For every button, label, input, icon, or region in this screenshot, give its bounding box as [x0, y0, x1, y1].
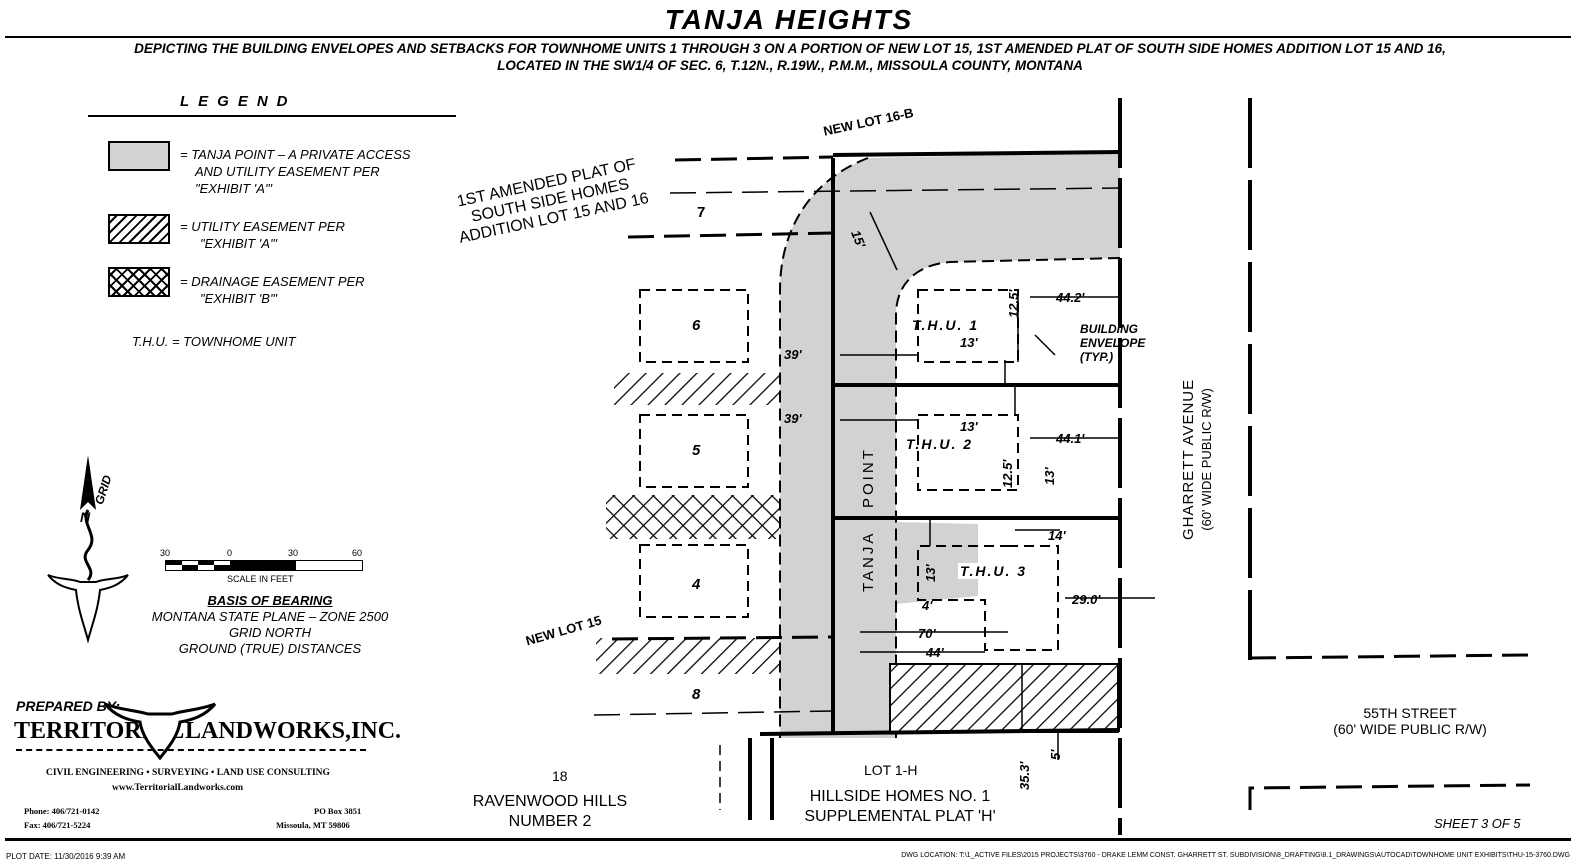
dim-44-1: 44.1' — [1056, 431, 1085, 446]
dim-29: 29.0' — [1072, 592, 1101, 607]
thu-3-envelope — [917, 545, 1059, 651]
thu-2-label: T.H.U. 2 — [906, 436, 974, 452]
north-arrow-icon — [80, 455, 96, 510]
dwg-location: DWG LOCATION: T:\1_ACTIVE FILES\2015 PRO… — [901, 852, 1570, 859]
company-fax: Fax: 406/721-5224 — [24, 820, 91, 830]
scale-tick-0: 30 — [160, 548, 171, 558]
drawing-border — [5, 36, 1571, 841]
scale-bar — [165, 560, 363, 571]
company-logo — [103, 702, 217, 760]
lot-15-line — [611, 635, 834, 641]
dim-13-lot2: 13' — [1042, 467, 1057, 485]
dim-35-3: 35.3' — [1017, 761, 1032, 790]
lot-5-box — [639, 414, 749, 488]
lot-18-label: 18 — [552, 768, 568, 784]
lot-4-label: 4 — [692, 576, 701, 593]
street-55-south-row — [1248, 783, 1531, 810]
north-arrow — [47, 455, 129, 644]
lot-8-label: 8 — [692, 686, 701, 703]
hillside-homes-label: HILLSIDE HOMES NO. 1 SUPPLEMENTAL PLAT '… — [804, 788, 996, 825]
tanja-label: TANJA — [860, 530, 877, 592]
lot-7-north-line — [674, 155, 834, 162]
prepared-by-label: PREPARED BY: — [16, 698, 120, 714]
legend-item-utility-easement: = UTILITY EASEMENT PER "EXHIBIT 'A'" — [180, 219, 345, 251]
sheet-number: SHEET 3 OF 5 — [1434, 816, 1521, 831]
lot-6-box — [639, 289, 749, 363]
dim-12-5-thu2: 12.5' — [1000, 459, 1015, 488]
legend-item-access-easement: = TANJA POINT – A PRIVATE ACCESS AND UTI… — [180, 147, 411, 196]
company-services: CIVIL ENGINEERING • SURVEYING • LAND USE… — [46, 768, 330, 778]
dim-4: 4' — [922, 598, 933, 613]
lot-4-box — [639, 544, 749, 618]
ravenwood-hills-label: RAVENWOOD HILLS NUMBER 2 — [472, 793, 628, 830]
legend-swatch-drainage-easement — [108, 267, 170, 297]
company-phone: Phone: 406/721-0142 — [24, 806, 100, 816]
thu-2-envelope — [917, 414, 1019, 491]
page-subtitle: DEPICTING THE BUILDING ENVELOPES AND SET… — [20, 40, 1560, 74]
scale-tick-1: 0 — [227, 548, 233, 558]
subtitle-line-2: LOCATED IN THE SW1/4 OF SEC. 6, T.12N., … — [497, 58, 1083, 73]
dim-39-b: 39' — [784, 411, 802, 426]
company-rule — [16, 749, 366, 751]
longhorn-skull-icon — [47, 574, 129, 644]
scale-tick-3: 60 — [352, 548, 363, 558]
page-title: TANJA HEIGHTS — [664, 4, 914, 35]
utility-easement-lot15-south — [889, 663, 1119, 733]
dim-13-thu1: 13' — [960, 335, 978, 350]
company-name-right: LANDWORKS,INC. — [185, 718, 402, 744]
thu-3-label: T.H.U. 3 — [958, 563, 1030, 579]
legend-swatch-access-easement — [108, 141, 170, 171]
company-city: Missoula, MT 59806 — [276, 820, 350, 830]
gharrett-avenue-label: GHARRETT AVENUE (60' WIDE PUBLIC R/W) — [1180, 378, 1214, 540]
basis-of-bearing: BASIS OF BEARING MONTANA STATE PLANE – Z… — [151, 593, 389, 656]
dim-44: 44' — [926, 645, 944, 660]
dim-13-thu2: 13' — [960, 419, 978, 434]
access-easement-edge — [779, 157, 869, 738]
company-pobox: PO Box 3851 — [314, 806, 362, 816]
drainage-easement — [606, 495, 779, 539]
legend-thu-definition: T.H.U. = TOWNHOME UNIT — [132, 334, 296, 349]
lot-5-label: 5 — [692, 442, 701, 459]
building-envelope-note: BUILDING ENVELOPE (TYP.) — [1080, 322, 1146, 364]
plot-date: PLOT DATE: 11/30/2016 9:39 AM — [6, 852, 126, 861]
dim-14: 14' — [1048, 528, 1066, 543]
legend-swatch-utility-easement — [108, 214, 170, 244]
north-label: N — [80, 509, 91, 525]
access-easement-inner-edge — [895, 257, 1121, 738]
parcel-north-boundary — [832, 150, 1121, 157]
access-easement-extension — [896, 522, 978, 604]
dim-5: 5' — [1048, 749, 1063, 760]
lot-6-label: 6 — [692, 317, 701, 334]
dim-13-thu3: 13' — [923, 564, 938, 582]
point-label: POINT — [860, 447, 877, 508]
dim-44-2: 44.2' — [1056, 290, 1085, 305]
access-easement-area — [780, 152, 1120, 738]
street-55-north-row — [1249, 653, 1531, 660]
parcel-south-boundary — [759, 728, 1121, 736]
longhorn-logo-icon — [103, 702, 217, 760]
utility-easement-6 — [614, 373, 779, 405]
lot-8-line — [593, 710, 834, 716]
dimension-lines — [840, 211, 1155, 760]
legend-heading: LEGEND — [180, 93, 297, 110]
dim-39-a: 39' — [784, 347, 802, 362]
utility-easement-15 — [596, 638, 779, 674]
lot-7-inner-line — [669, 187, 1121, 194]
lot-1h-label: LOT 1-H — [864, 762, 918, 778]
subtitle-line-1: DEPICTING THE BUILDING ENVELOPES AND SET… — [134, 41, 1446, 56]
scale-label: SCALE IN FEET — [227, 574, 294, 584]
dim-70: 70' — [918, 626, 936, 641]
legend-item-drainage-easement: = DRAINAGE EASEMENT PER "EXHIBIT 'B'" — [180, 274, 365, 306]
street-55-label: 55TH STREET (60' WIDE PUBLIC R/W) — [1333, 705, 1487, 737]
scale-tick-2: 30 — [288, 548, 299, 558]
thu-1-label: T.H.U. 1 — [912, 317, 980, 333]
lot-7-label: 7 — [697, 204, 706, 221]
dim-12-5-thu1: 12.5' — [1006, 289, 1021, 318]
legend-heading-rule — [88, 115, 456, 117]
company-website: www.TerritorialLandworks.com — [112, 783, 244, 793]
